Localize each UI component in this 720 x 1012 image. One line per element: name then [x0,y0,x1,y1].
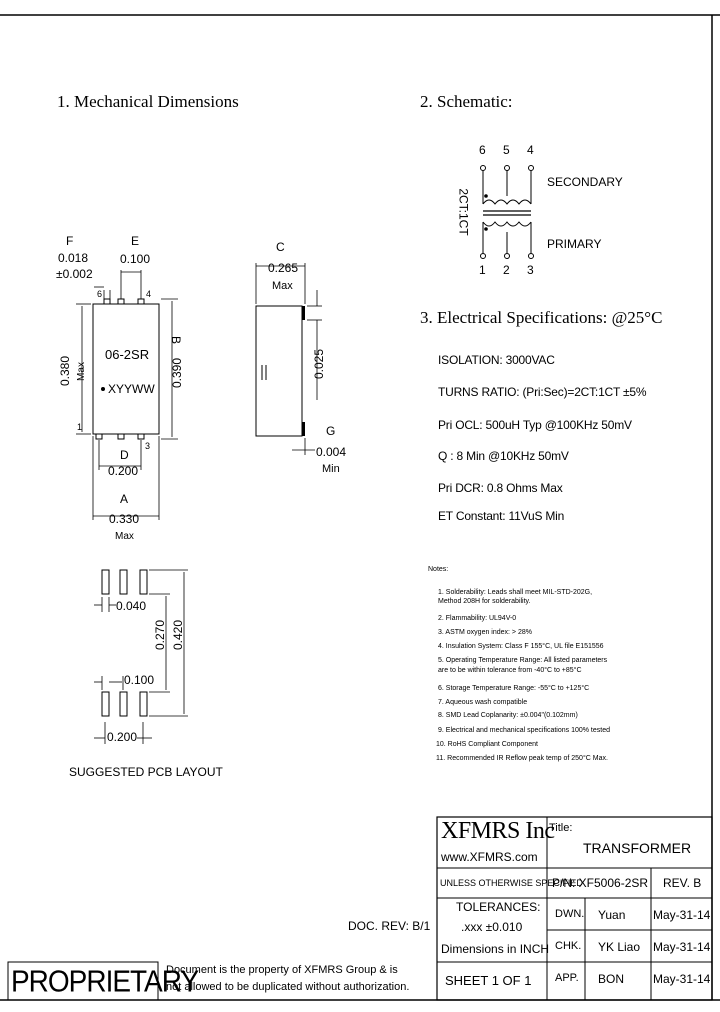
drawn-label: DWN. [555,908,585,920]
pin-4-label: 4 [146,289,152,299]
pcb-dim-100: 0.100 [124,673,155,687]
checked-label: CHK. [555,940,582,952]
drawn-date: May-31-14 [653,908,711,922]
spec-dcr: Pri DCR: 0.8 Ohms Max [438,481,563,495]
pcb-caption: SUGGESTED PCB LAYOUT [69,765,223,779]
electrical-heading: 3. Electrical Specifications: @25°C [420,308,663,327]
spec-q: Q : 8 Min @10KHz 50mV [438,449,569,463]
pin-3-label: 3 [145,441,151,451]
tolerances-value: .xxx ±0.010 [461,920,523,934]
checked-name: YK Liao [598,940,641,954]
part-title: TRANSFORMER [583,840,692,856]
spec-turns-ratio: TURNS RATIO: (Pri:Sec)=2CT:1CT ±5% [438,385,647,399]
dim-E-value: 0.100 [120,252,151,266]
sheet-count: SHEET 1 OF 1 [445,973,532,988]
dim-A-value: 0.330 [109,512,140,526]
date-code: XYYWW [108,382,155,396]
approved-name: BON [598,972,625,986]
pin-1-label: 1 [77,422,83,432]
spec-ocl: Pri OCL: 500uH Typ @100KHz 50mV [438,418,632,432]
pin-6-label: 6 [97,289,103,299]
revision: REV. B [663,876,702,890]
proprietary-notice-line-1: Document is the property of XFMRS Group … [166,964,398,976]
part-marking: 06-2SR [105,347,150,362]
dim-C-max: Max [272,280,293,292]
spec-et-constant: ET Constant: 11VuS Min [438,509,565,523]
schematic-pin-1: 1 [479,263,486,277]
dim-D-letter: D [120,448,129,462]
drawn-name: Yuan [598,908,626,922]
note-line: are to be within tolerance from -40°C to… [438,667,582,674]
company-website: www.XFMRS.com [441,850,538,864]
note-line: 3. ASTM oxygen index: > 28% [438,629,532,636]
title-label: Title: [549,822,573,834]
pcb-dim-200: 0.200 [107,730,138,744]
dim-E-letter: E [131,234,140,248]
dim-D-value: 0.200 [108,464,139,478]
mechanical-heading: 1. Mechanical Dimensions [57,92,239,111]
schematic-pin-5: 5 [503,143,510,157]
part-number: P/N: XF5006-2SR [552,876,649,890]
checked-date: May-31-14 [653,940,711,954]
note-line: 7. Aqueous wash compatible [438,699,528,706]
dim-C-letter: C [276,240,285,254]
secondary-label: SECONDARY [547,175,623,189]
dim-G-value: 0.004 [316,445,347,459]
dim-F-value: 0.018 [58,251,89,265]
note-line: 4. Insulation System: Class F 155°C, UL … [438,643,604,650]
note-line: 5. Operating Temperature Range: All list… [438,657,608,664]
schematic-heading: 2. Schematic: [420,92,513,111]
spec-isolation: ISOLATION: 3000VAC [438,353,555,367]
proprietary-notice-line-2: not allowed to be duplicated without aut… [166,981,410,993]
dim-F-letter: F [66,234,74,248]
proprietary-label: PROPRIETARY [11,964,199,999]
note-line: 8. SMD Lead Coplanarity: ±0.004"(0.102mm… [438,712,578,719]
dim-G-letter: G [326,424,336,438]
note-line: 10. RoHS Compliant Component [436,741,538,748]
notes-title: Notes: [428,566,449,573]
dim-F-tolerance: ±0.002 [56,267,93,281]
dim-C-value: 0.265 [268,261,299,275]
tolerances-label: TOLERANCES: [456,900,541,914]
note-line: 6. Storage Temperature Range: -55°C to +… [438,685,590,692]
pcb-dim-040: 0.040 [116,599,147,613]
note-line: 11. Recommended IR Reflow peak temp of 2… [436,755,608,762]
dimensions-unit: Dimensions in INCH [441,942,550,956]
dim-A-letter: A [120,492,129,506]
note-line: 9. Electrical and mechanical specificati… [438,727,610,734]
schematic-pin-6: 6 [479,143,486,157]
document-revision: DOC. REV: B/1 [348,919,431,933]
approved-label: APP. [555,972,579,984]
note-line: 2. Flammability: UL94V-0 [438,615,517,622]
schematic-pin-4: 4 [527,143,534,157]
company-name: XFMRS Inc [441,818,555,844]
schematic-pin-2: 2 [503,263,510,277]
primary-label: PRIMARY [547,237,602,251]
dim-G-min: Min [322,463,340,475]
unless-specified: UNLESS OTHERWISE SPECIFIED [440,878,583,888]
schematic-pin-3: 3 [527,263,534,277]
note-line: Method 208H for solderability. [438,598,531,605]
dim-A-max: Max [115,531,134,542]
note-line: 1. Solderability: Leads shall meet MIL-S… [438,589,593,596]
approved-date: May-31-14 [653,972,711,986]
